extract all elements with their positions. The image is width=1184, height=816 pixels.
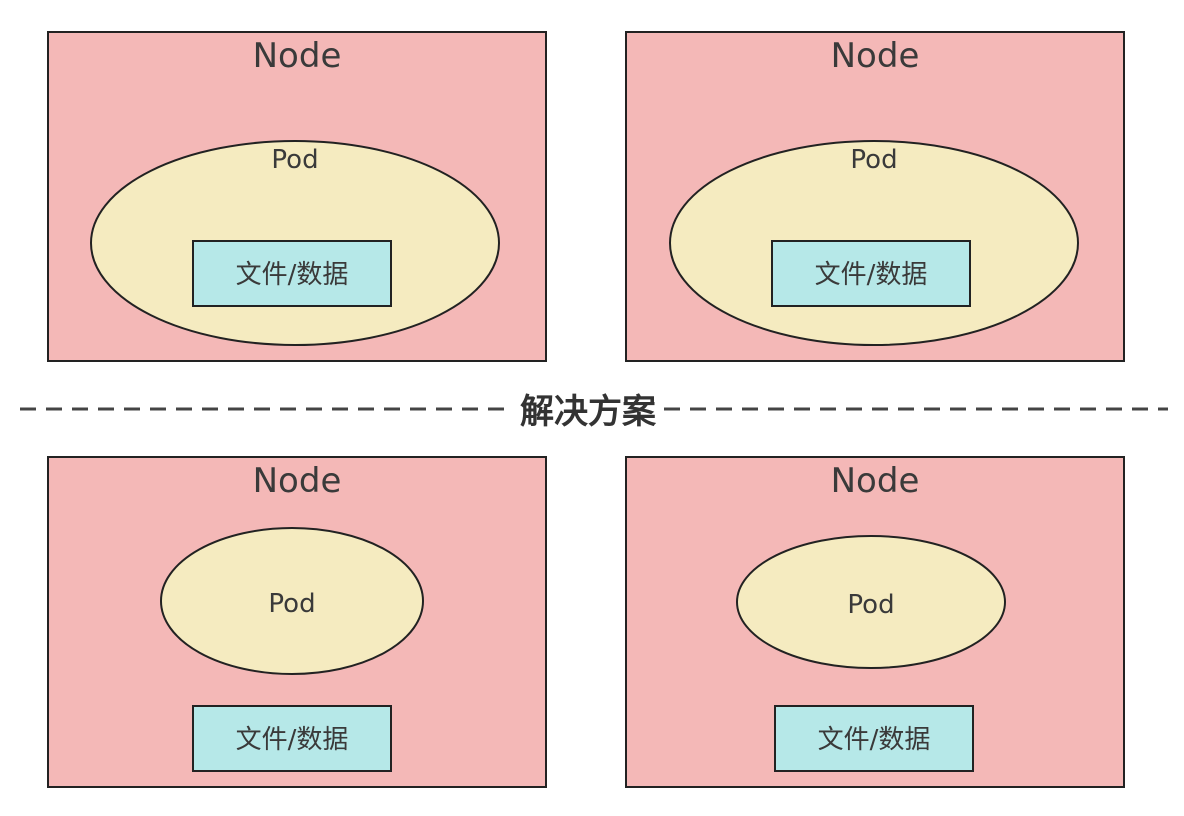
node-box-top-left: Node Pod 文件/数据 (47, 31, 547, 362)
pod-label: Pod (850, 145, 897, 175)
node-title: Node (831, 461, 920, 501)
node-title: Node (831, 36, 920, 76)
pod-ellipse: Pod 文件/数据 (669, 140, 1079, 346)
data-label: 文件/数据 (815, 260, 928, 290)
data-label: 文件/数据 (818, 725, 931, 755)
node-title: Node (253, 461, 342, 501)
data-box: 文件/数据 (192, 705, 392, 772)
pod-ellipse: Pod 文件/数据 (90, 140, 500, 346)
pod-label: Pod (268, 589, 315, 619)
solution-divider: 解决方案 (20, 392, 1168, 432)
data-box: 文件/数据 (771, 240, 971, 307)
pod-ellipse: Pod (160, 527, 424, 675)
pod-label: Pod (271, 145, 318, 175)
data-box: 文件/数据 (192, 240, 392, 307)
data-box: 文件/数据 (774, 705, 974, 772)
node-box-top-right: Node Pod 文件/数据 (625, 31, 1125, 362)
divider-label: 解决方案 (520, 392, 657, 432)
pod-label: Pod (847, 590, 894, 620)
node-title: Node (253, 36, 342, 76)
node-box-bottom-right: Node Pod 文件/数据 (625, 456, 1125, 788)
pod-ellipse: Pod (736, 535, 1006, 669)
data-label: 文件/数据 (236, 725, 349, 755)
node-box-bottom-left: Node Pod 文件/数据 (47, 456, 547, 788)
data-label: 文件/数据 (236, 260, 349, 290)
